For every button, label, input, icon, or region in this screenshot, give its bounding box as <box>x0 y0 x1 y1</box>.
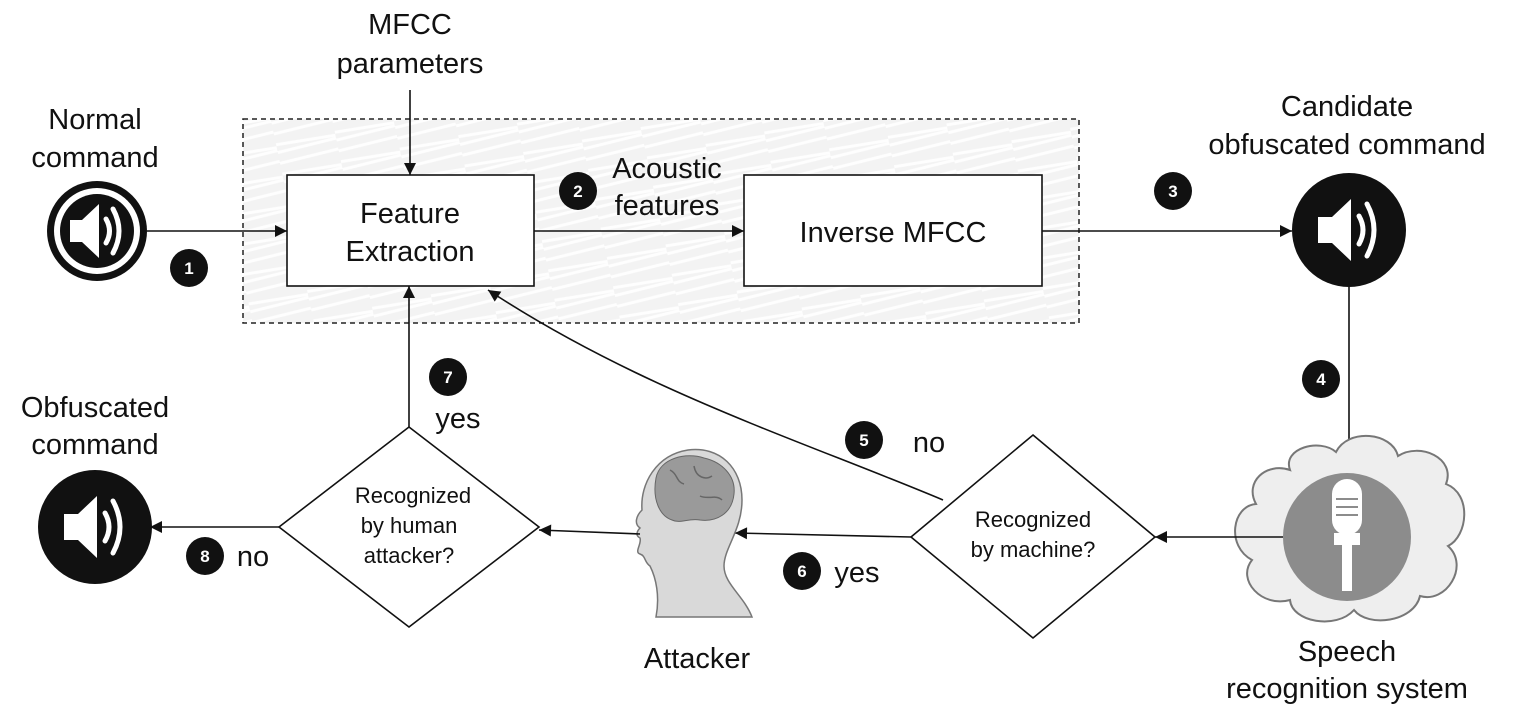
normal-command-label-line2: command <box>31 142 158 174</box>
svg-text:5: 5 <box>859 431 868 450</box>
step-badge-4: 4 <box>1302 360 1340 398</box>
svg-text:2: 2 <box>573 182 582 201</box>
human-decision-label-line1: Recognized <box>355 483 471 508</box>
feature-extraction-label-line2: Extraction <box>346 236 475 268</box>
speech-system-label-line2: recognition system <box>1226 673 1468 705</box>
microphone-icon <box>1283 473 1411 601</box>
branch-label-no-8: no <box>237 541 269 573</box>
branch-label-yes-7: yes <box>435 403 480 435</box>
step-badge-6: 6 <box>783 552 821 590</box>
svg-text:1: 1 <box>184 259 193 278</box>
arrow-machine-to-attacker <box>734 527 912 540</box>
branch-label-no-5: no <box>913 427 945 459</box>
feature-extraction-box: Feature Extraction <box>286 174 535 287</box>
attacker-label: Attacker <box>644 643 751 675</box>
acoustic-features-label-line2: features <box>615 190 720 222</box>
speaker-icon <box>47 181 147 281</box>
candidate-command-label-line1: Candidate <box>1281 91 1413 123</box>
svg-text:8: 8 <box>200 547 209 566</box>
arrow-attacker-to-human <box>538 524 641 537</box>
speech-system-label-line1: Speech <box>1298 636 1396 668</box>
inverse-mfcc-box: Inverse MFCC <box>743 174 1043 287</box>
machine-decision-diamond: Recognized by machine? <box>909 433 1157 640</box>
candidate-command-label-line2: obfuscated command <box>1208 129 1485 161</box>
inverse-mfcc-label: Inverse MFCC <box>800 217 987 249</box>
step-badge-8: 8 <box>186 537 224 575</box>
step-badge-2: 2 <box>559 172 597 210</box>
step-badge-3: 3 <box>1154 172 1192 210</box>
human-decision-label-line3: attacker? <box>364 543 455 568</box>
normal-command-label-line1: Normal <box>48 104 141 136</box>
svg-text:7: 7 <box>443 368 452 387</box>
mfcc-parameters-label-line2: parameters <box>337 48 484 80</box>
speaker-icon <box>1292 173 1406 287</box>
acoustic-features-label-line1: Acoustic <box>612 153 722 185</box>
human-head-icon <box>635 448 754 618</box>
human-decision-diamond: Recognized by human attacker? <box>277 425 541 629</box>
step-badge-1: 1 <box>170 249 208 287</box>
svg-text:4: 4 <box>1316 370 1326 389</box>
human-decision-label-line2: by human <box>361 513 458 538</box>
speaker-icon <box>38 470 152 584</box>
obfuscated-command-label-line2: command <box>31 429 158 461</box>
svg-text:6: 6 <box>797 562 806 581</box>
svg-text:3: 3 <box>1168 182 1177 201</box>
mfcc-parameters-label-line1: MFCC <box>368 9 452 41</box>
step-badge-5: 5 <box>845 421 883 459</box>
arrow-machine-no-feedback <box>487 289 944 501</box>
step-badge-7: 7 <box>429 358 467 396</box>
machine-decision-label-line1: Recognized <box>975 507 1091 532</box>
obfuscated-command-label-line1: Obfuscated <box>21 392 169 424</box>
feature-extraction-label-line1: Feature <box>360 198 460 230</box>
machine-decision-label-line2: by machine? <box>971 537 1096 562</box>
branch-label-yes-6: yes <box>834 557 879 589</box>
